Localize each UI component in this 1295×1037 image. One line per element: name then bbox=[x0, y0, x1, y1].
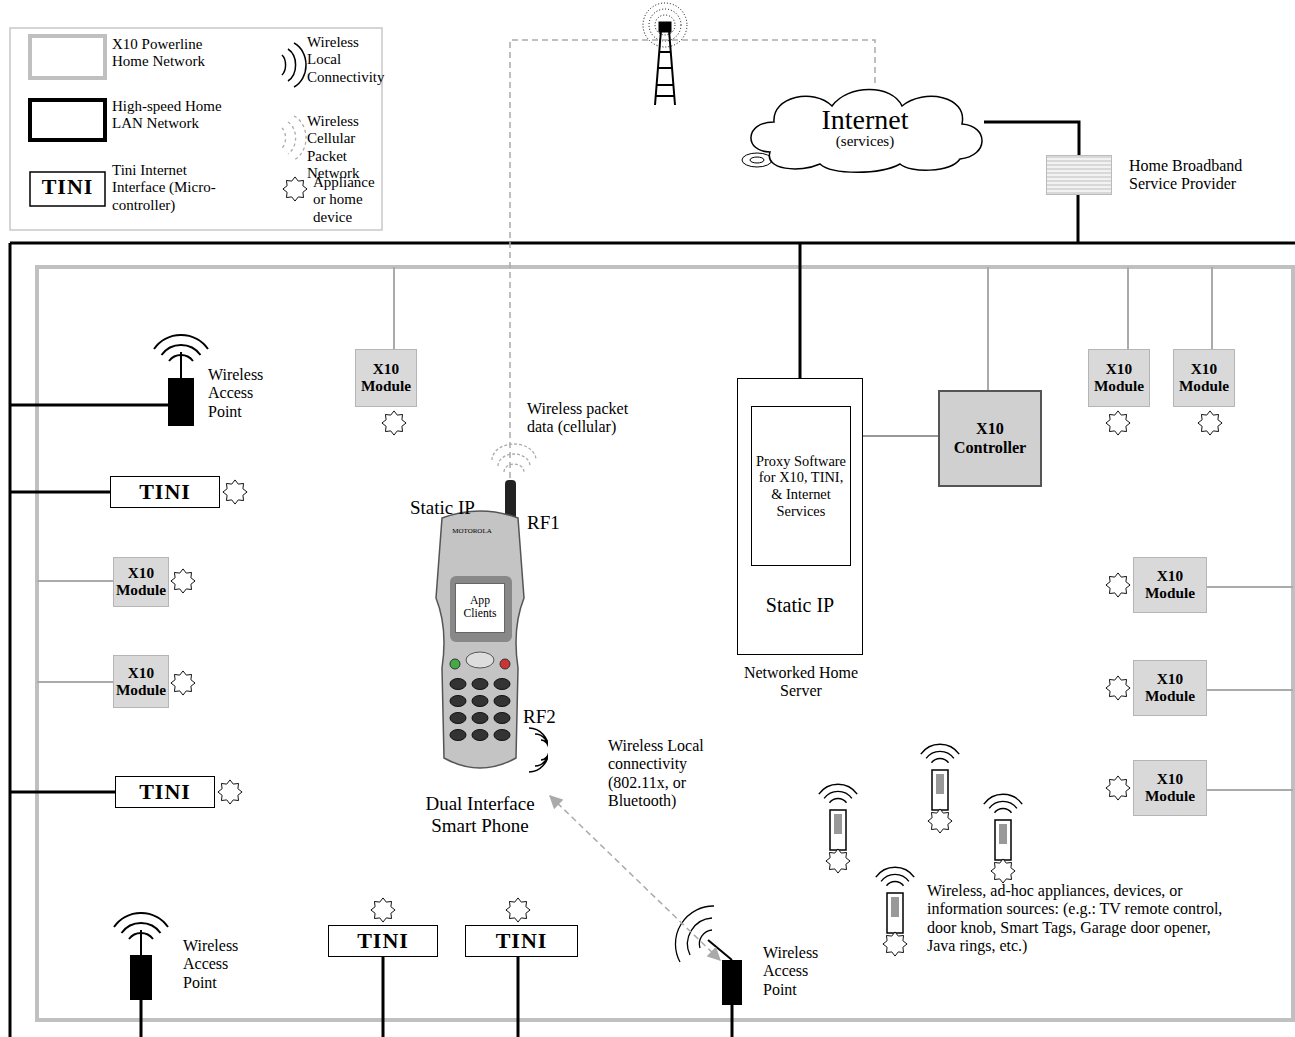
phone-key bbox=[472, 713, 488, 724]
annotation-label: Wireless, ad-hoc appliances, devices, or… bbox=[927, 882, 1232, 956]
node-tini: TINI bbox=[328, 925, 438, 957]
node-text: (services) bbox=[836, 134, 894, 150]
node-text: X10 Module bbox=[1134, 771, 1206, 805]
phone-key bbox=[472, 679, 488, 690]
node-bb: Home Broadband Service Provider bbox=[1046, 155, 1112, 195]
node-text: Static IP bbox=[738, 594, 862, 617]
node-x10: X10 Module bbox=[113, 655, 169, 708]
node-text: X10 Module bbox=[1174, 361, 1234, 395]
wireless-waves bbox=[114, 913, 168, 939]
legend-sample bbox=[282, 43, 306, 87]
powerline-wires bbox=[37, 267, 1293, 790]
legend-sample-text: TINI bbox=[30, 174, 105, 199]
annotation-label: Static IP bbox=[410, 497, 490, 519]
node-wap: Wireless Access Point bbox=[130, 955, 152, 1000]
legend-text: Appliance or home device bbox=[313, 174, 381, 226]
annotation-label: RF1 bbox=[527, 512, 577, 534]
node-text: X10 Module bbox=[114, 565, 168, 599]
node-text: Wireless Access Point bbox=[208, 366, 283, 421]
node-srv: Static IPNetworked Home ServerProxy Soft… bbox=[737, 378, 863, 655]
node-x10: X10 Module bbox=[355, 349, 417, 407]
legend-sample bbox=[30, 36, 105, 78]
node-tini: TINI bbox=[110, 476, 220, 508]
node-text: Internet bbox=[821, 105, 908, 134]
phone-bezel bbox=[450, 576, 512, 642]
node-wap: Wireless Access Point bbox=[722, 960, 742, 1005]
phone-key bbox=[450, 713, 466, 724]
legend-sample bbox=[282, 116, 306, 160]
node-text: TINI bbox=[357, 928, 409, 953]
annotation-label: Wireless Local connectivity (802.11x, or… bbox=[608, 737, 733, 811]
node-text: TINI bbox=[139, 779, 191, 804]
local-waves bbox=[529, 728, 548, 772]
node-x10: X10 Module bbox=[113, 557, 169, 607]
cloud-shape bbox=[751, 90, 982, 173]
phone-key bbox=[450, 696, 466, 707]
phone-key bbox=[494, 679, 510, 690]
lan-wires bbox=[10, 195, 1295, 1037]
phone-key-green bbox=[450, 659, 460, 669]
phone-body bbox=[436, 511, 524, 768]
legend-text: X10 Powerline Home Network bbox=[112, 36, 242, 71]
node-text: X10 Controller bbox=[940, 420, 1040, 457]
node-text: Proxy Software for X10, TINI, & Internet… bbox=[752, 453, 850, 519]
node-text: TINI bbox=[496, 928, 548, 953]
legend-text: Wireless Local Connectivity bbox=[307, 34, 392, 86]
node-tini: TINI bbox=[115, 776, 215, 808]
node-x10: X10 Module bbox=[1133, 660, 1207, 716]
phone-key bbox=[494, 730, 510, 741]
legend-sample bbox=[283, 177, 307, 201]
node-text: Networked Home Server bbox=[726, 664, 876, 701]
node-text: Wireless Access Point bbox=[763, 944, 838, 999]
legend-text: Tini Internet Interface (Micro-controlle… bbox=[112, 162, 237, 214]
cloud-puff bbox=[742, 153, 772, 167]
appliance-symbols bbox=[171, 411, 1222, 922]
node-x10: X10 Module bbox=[1133, 557, 1207, 613]
legend-sample bbox=[30, 172, 105, 206]
legend-text: Wireless Cellular Packet Network bbox=[307, 113, 382, 182]
legend-text: High-speed Home LAN Network bbox=[112, 98, 247, 133]
node-text: Wireless Access Point bbox=[183, 937, 258, 992]
access-point-antenna bbox=[141, 352, 732, 960]
network-link bbox=[851, 435, 938, 436]
node-text: X10 Module bbox=[1134, 568, 1206, 602]
annotation-label: Wireless packet data (cellular) bbox=[527, 400, 657, 437]
node-x10: X10 Module bbox=[1133, 760, 1207, 816]
phone-key bbox=[450, 679, 466, 690]
node-ctl: X10 Controller bbox=[938, 390, 1042, 487]
node-wap: Wireless Access Point bbox=[168, 378, 194, 426]
legend-sample bbox=[30, 100, 105, 140]
node-app: App Clients bbox=[455, 583, 505, 633]
phone-key-red bbox=[500, 659, 510, 669]
node-x10: X10 Module bbox=[1173, 349, 1235, 407]
node-text: Home Broadband Service Provider bbox=[1129, 157, 1269, 194]
node-proxy: Proxy Software for X10, TINI, & Internet… bbox=[751, 406, 851, 566]
powerline-network bbox=[37, 267, 1293, 1020]
cloud-puff bbox=[750, 157, 764, 163]
phone-key bbox=[472, 730, 488, 741]
node-text: X10 Module bbox=[1089, 361, 1149, 395]
node-x10: X10 Module bbox=[1088, 349, 1150, 407]
node-text: Dual Interface Smart Phone bbox=[412, 793, 548, 837]
node-text: App Clients bbox=[456, 595, 504, 621]
node-text: TINI bbox=[139, 479, 191, 504]
annotation-label: MOTOROLA bbox=[452, 527, 492, 535]
node-tini: TINI bbox=[465, 925, 578, 957]
node-text: X10 Module bbox=[114, 665, 168, 699]
phone-key bbox=[494, 696, 510, 707]
wireless-waves bbox=[675, 906, 714, 962]
phone-key bbox=[472, 696, 488, 707]
cell-tower bbox=[643, 3, 687, 105]
phone-nav bbox=[466, 652, 494, 668]
wireless-waves bbox=[154, 335, 208, 361]
node-cloud: Internet(services) bbox=[740, 80, 990, 175]
cellular-waves bbox=[492, 444, 536, 472]
network-link bbox=[984, 122, 1079, 155]
phone-key bbox=[494, 713, 510, 724]
phone-key bbox=[450, 730, 466, 741]
annotation-label: RF2 bbox=[523, 706, 573, 728]
node-text: X10 Module bbox=[356, 361, 416, 395]
node-text: X10 Module bbox=[1134, 671, 1206, 705]
